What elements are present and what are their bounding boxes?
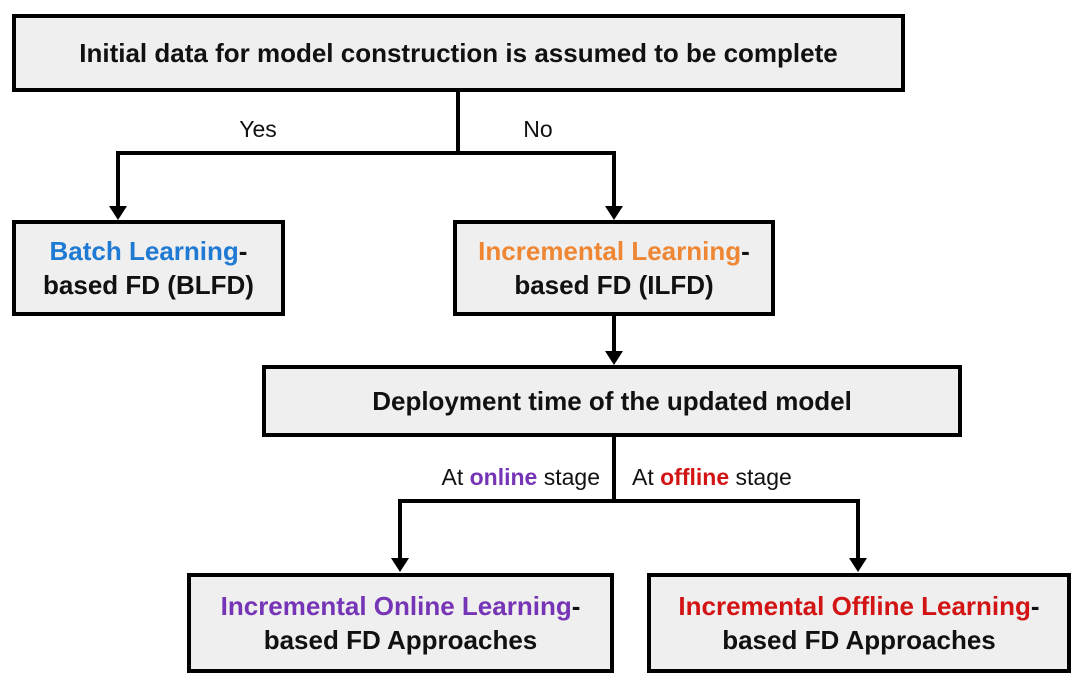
online-prefix: At [441,464,470,490]
connector-deployment-stem [612,437,616,503]
edge-label-online-stage: At online stage [320,464,600,491]
offline-hyphen: - [1030,591,1040,621]
online-hyphen: - [571,591,581,621]
node-online-title: Incremental Online Learning- [221,589,581,623]
offline-word: offline [660,464,730,490]
node-deployment-text: Deployment time of the updated model [372,386,852,416]
offline-highlight-text: Incremental Offline Learning [678,591,1031,621]
node-incremental-online: Incremental Online Learning- based FD Ap… [187,573,614,673]
online-suffix: stage [537,464,600,490]
online-highlight-text: Incremental Online Learning [220,591,572,621]
blfd-hyphen: - [238,236,248,266]
node-offline-subtitle: based FD Approaches [722,625,996,655]
connector-yes-drop [116,151,120,208]
no-text: No [523,116,553,142]
connector-yes-no-branch [116,151,616,155]
node-initial-data: Initial data for model construction is a… [12,14,905,92]
node-blfd-title: Batch Learning- [50,234,248,268]
node-incremental-offline: Incremental Offline Learning- based FD A… [647,573,1071,673]
node-ilfd-title: Incremental Learning- [478,234,750,268]
arrowhead-to-blfd-icon [109,206,127,220]
offline-suffix: stage [729,464,792,490]
arrowhead-to-deployment-icon [605,351,623,365]
connector-online-drop [398,499,402,560]
node-blfd-subtitle: based FD (BLFD) [43,270,254,300]
arrowhead-to-offline-icon [849,558,867,572]
arrowhead-to-ilfd-icon [605,206,623,220]
node-blfd: Batch Learning- based FD (BLFD) [12,220,285,316]
connector-stage-branch [398,499,860,503]
node-deployment-time: Deployment time of the updated model [262,365,962,437]
node-offline-title: Incremental Offline Learning- [678,589,1039,623]
node-online-subtitle: based FD Approaches [263,625,538,655]
arrowhead-to-online-icon [391,558,409,572]
node-initial-data-text: Initial data for model construction is a… [79,38,838,68]
offline-prefix: At [632,464,661,490]
edge-label-yes: Yes [193,116,323,143]
edge-label-no: No [473,116,603,143]
connector-no-drop [612,151,616,208]
ilfd-hyphen: - [741,236,750,266]
edge-label-offline-stage: At offline stage [632,464,912,491]
ilfd-highlight-text: Incremental Learning [478,236,742,266]
blfd-highlight-text: Batch Learning [49,236,239,266]
node-ilfd: Incremental Learning- based FD (ILFD) [453,220,775,316]
yes-text: Yes [239,116,277,142]
connector-root-stem [456,92,460,155]
connector-offline-drop [856,499,860,560]
connector-ilfd-to-deployment [612,316,616,353]
online-word: online [469,464,538,490]
node-ilfd-subtitle: based FD (ILFD) [514,270,714,300]
